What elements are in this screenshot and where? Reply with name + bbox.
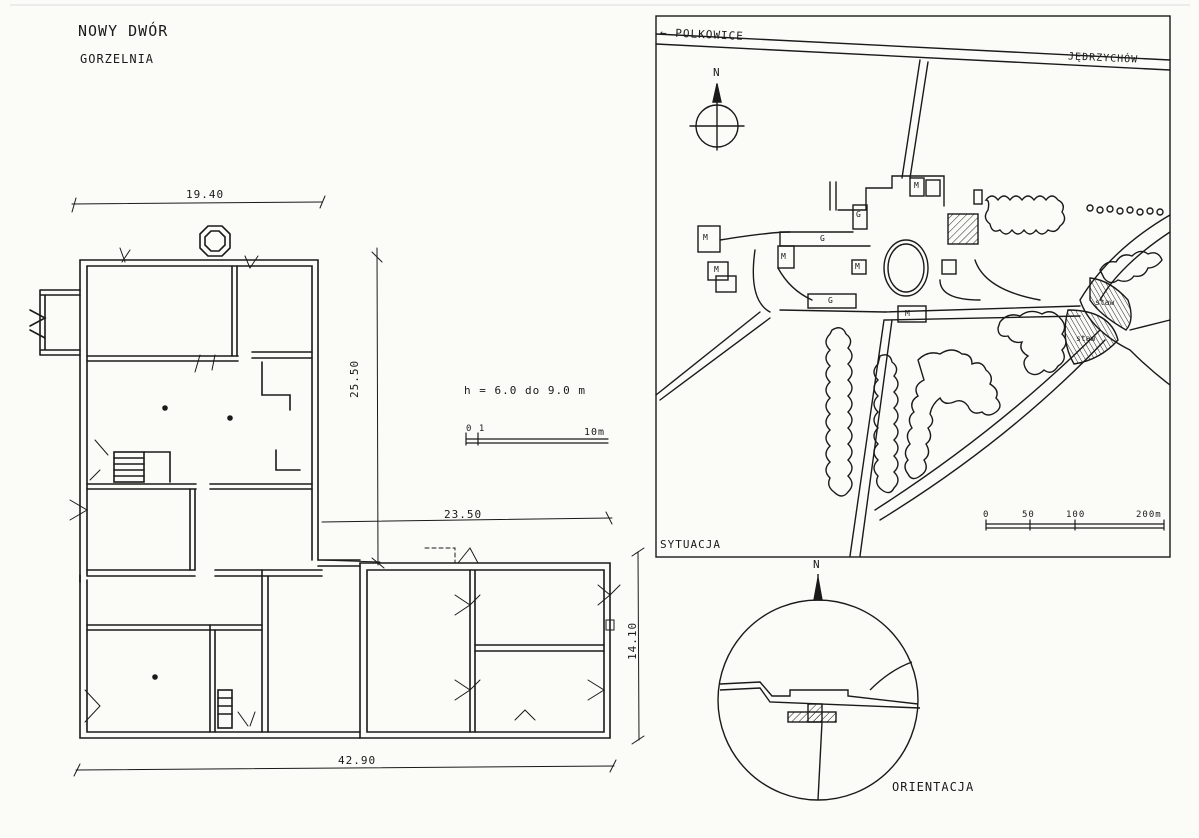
road-top	[655, 33, 1171, 71]
plan-height-note: h = 6.0 do 9.0 m	[464, 384, 586, 397]
pond-label: staw	[1095, 298, 1115, 307]
floor-plan	[29, 195, 645, 777]
bldg-g-long	[779, 231, 871, 247]
orientation-north-label: N	[813, 558, 821, 571]
lower-block-walls	[79, 559, 361, 739]
tree-group-top	[984, 195, 1066, 235]
site-north-label: N	[713, 66, 721, 79]
orientation-diagram	[717, 574, 921, 801]
plan-dim-bottom: 42.90	[338, 754, 377, 767]
bldg-label: G	[856, 210, 862, 219]
dim-line-top	[71, 195, 326, 213]
bldg-label: G	[828, 296, 834, 305]
site-scale-tick: 0	[983, 510, 990, 520]
site-caption: SYTUACJA	[660, 538, 721, 551]
chimney-octagon	[199, 225, 231, 257]
site-plan	[655, 15, 1171, 558]
tree-group-mid	[904, 349, 1001, 480]
bldg-label: G	[820, 234, 826, 243]
bldg-label: M	[781, 252, 787, 261]
dim-line-right	[631, 547, 645, 745]
right-wing-walls	[359, 547, 621, 739]
road-south	[849, 319, 893, 557]
dim-line-bottom	[73, 759, 617, 777]
bldg-label: M	[905, 309, 911, 318]
plan-dim-height: 25.50	[348, 359, 361, 398]
tree-group-right	[997, 310, 1067, 376]
sheet-subtitle: GORZELNIA	[80, 52, 155, 66]
sheet-title: NOWY DWÓR	[78, 22, 169, 40]
dim-line-mid	[317, 511, 613, 563]
plan-scale-end: 10m	[584, 427, 606, 438]
dim-line-vertical	[371, 247, 385, 569]
pond-label: staw	[1076, 334, 1096, 343]
pond-1	[1089, 277, 1132, 331]
site-scale-bar	[985, 519, 1165, 531]
bldg-hatched	[947, 213, 979, 245]
plan-dim-mid: 23.50	[444, 508, 483, 521]
plan-scale-start: 0 1	[466, 424, 486, 434]
bldg-label: M	[914, 181, 920, 190]
plan-scale-bar	[465, 432, 609, 446]
site-scale-tick: 100	[1066, 510, 1086, 520]
site-scale-tick: 200m	[1136, 510, 1162, 520]
site-scale-tick: 50	[1022, 510, 1035, 520]
bldg-m-left	[829, 181, 837, 211]
plan-dim-right: 14.10	[626, 621, 639, 660]
bldg-main	[837, 175, 945, 211]
orientation-caption: ORIENTACJA	[892, 780, 975, 794]
upper-wing-walls	[29, 247, 319, 583]
tree-row-mid	[873, 354, 899, 494]
tree-row-left	[825, 327, 853, 497]
plan-dim-top: 19.40	[186, 188, 225, 201]
bldg-label: M	[703, 233, 709, 242]
road-left	[655, 311, 771, 401]
bldg-label: M	[855, 262, 861, 271]
tree-group-far	[1099, 250, 1163, 284]
bldg-label: M	[714, 265, 720, 274]
site-frame	[655, 15, 1171, 558]
tree-dots-top	[1086, 204, 1164, 216]
oval-lawn	[883, 239, 929, 297]
